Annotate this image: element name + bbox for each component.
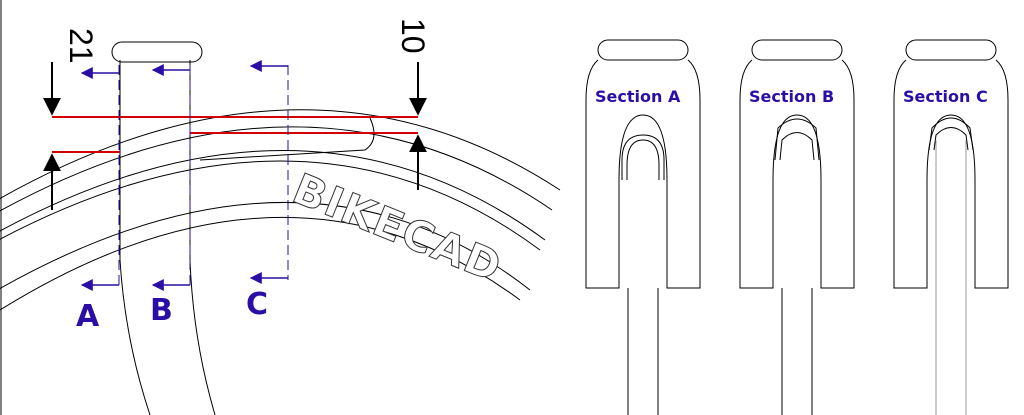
- tire-profile-left: [119, 60, 151, 415]
- rim-arc-4: [0, 160, 541, 251]
- section-b-title: Section B: [749, 87, 834, 106]
- dimension-lines: [52, 116, 418, 153]
- section-cut-lines: [118, 65, 289, 290]
- section-c-tube: [935, 140, 967, 415]
- cut-label-c: C: [246, 287, 268, 322]
- section-c: [893, 39, 1009, 415]
- rim-arc-3: [0, 150, 546, 241]
- dimension-value-right: 10: [395, 18, 431, 54]
- rim-arc-outer: [0, 109, 561, 200]
- section-cut-arrows: [80, 60, 288, 291]
- rim-arc-inner: [0, 216, 521, 311]
- section-a-outline: [585, 59, 701, 289]
- tire-crown: [111, 41, 203, 63]
- cut-label-a: A: [76, 299, 100, 334]
- section-c-bead: [928, 117, 974, 151]
- rim-side-view: [0, 41, 561, 415]
- section-a: [585, 39, 701, 415]
- section-b-bead: [774, 118, 820, 161]
- section-a-tube: [627, 288, 659, 415]
- section-b-crown: [751, 39, 843, 61]
- section-a-title: Section A: [595, 87, 681, 106]
- section-c-outline: [893, 59, 1009, 289]
- section-c-title: Section C: [903, 87, 988, 106]
- section-a-crown: [597, 39, 689, 61]
- bikecad-logo-text: BIKECAD: [286, 164, 509, 292]
- dimension-arrows: [43, 62, 427, 210]
- section-a-bead: [621, 134, 665, 180]
- dimension-value-left: 21: [63, 28, 99, 64]
- section-c-crown: [905, 39, 997, 61]
- section-b: [739, 39, 855, 415]
- bikecad-logo: BIKECAD: [286, 163, 510, 292]
- cut-label-b: B: [150, 293, 173, 328]
- rim-arc-2: [0, 126, 553, 212]
- rim-arc-5: [0, 202, 531, 291]
- tire-profile-right: [189, 60, 216, 415]
- section-b-tube: [781, 288, 813, 415]
- section-b-outline: [739, 59, 855, 289]
